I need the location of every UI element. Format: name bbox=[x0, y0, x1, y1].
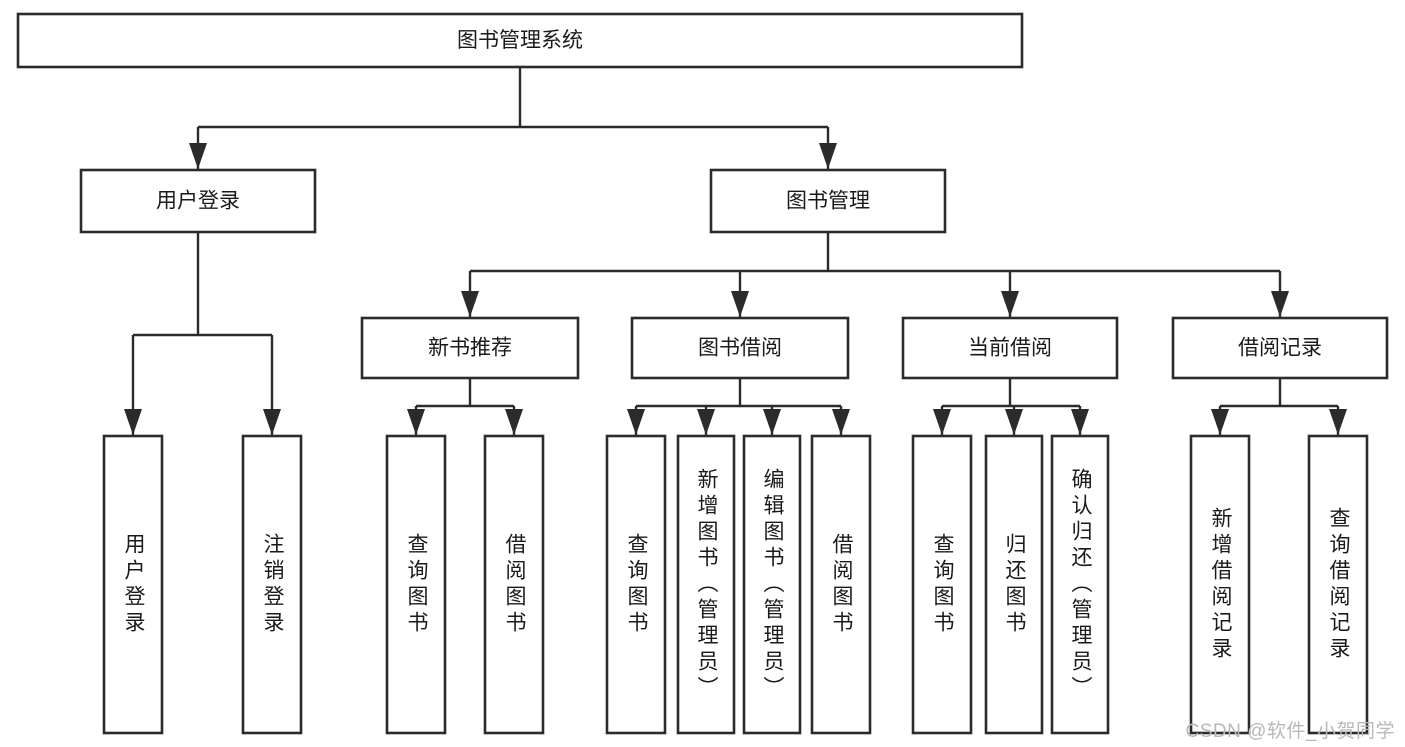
arrow-head-icon bbox=[124, 409, 142, 435]
node-leaf-box-8[interactable] bbox=[911, 434, 973, 735]
node-leaf-box-0[interactable] bbox=[102, 434, 164, 735]
box-layer bbox=[16, 12, 1389, 735]
arrow-head-icon bbox=[763, 409, 781, 435]
arrow-head-icon bbox=[1271, 291, 1289, 317]
arrow-head-icon bbox=[627, 409, 645, 435]
node-root-box[interactable] bbox=[16, 12, 1024, 69]
node-level3-label-2: 当前借阅 bbox=[968, 337, 1052, 360]
arrow-head-icon bbox=[407, 409, 425, 435]
node-level2-label-0: 用户登录 bbox=[156, 190, 240, 213]
node-level3-label-1: 图书借阅 bbox=[698, 337, 782, 360]
csdn-watermark: CSDN @软件_小贺同学 bbox=[1185, 721, 1395, 742]
connector-layer bbox=[124, 67, 1347, 435]
node-level3-label-3: 借阅记录 bbox=[1238, 337, 1322, 360]
node-root-label: 图书管理系统 bbox=[457, 29, 583, 52]
arrow-head-icon bbox=[731, 291, 749, 317]
node-leaf-box-1[interactable] bbox=[241, 434, 303, 735]
arrow-head-icon bbox=[1001, 291, 1019, 317]
node-leaf-box-6[interactable] bbox=[742, 434, 802, 735]
node-leaf-box-2[interactable] bbox=[385, 434, 447, 735]
node-leaf-box-9[interactable] bbox=[984, 434, 1044, 735]
node-leaf-box-4[interactable] bbox=[605, 434, 667, 735]
node-level2-label-1: 图书管理 bbox=[786, 190, 870, 213]
arrow-head-icon bbox=[1005, 409, 1023, 435]
arrow-head-icon bbox=[832, 409, 850, 435]
node-leaf-box-7[interactable] bbox=[810, 434, 872, 735]
arrow-head-icon bbox=[697, 409, 715, 435]
node-level3-box-1[interactable] bbox=[630, 316, 850, 380]
node-leaf-box-10[interactable] bbox=[1050, 434, 1110, 735]
arrow-head-icon bbox=[1329, 409, 1347, 435]
arrow-head-icon bbox=[1071, 409, 1089, 435]
node-level2-box-0[interactable] bbox=[79, 168, 317, 234]
node-leaf-box-12[interactable] bbox=[1307, 434, 1369, 735]
node-leaf-box-5[interactable] bbox=[676, 434, 736, 735]
node-leaf-box-11[interactable] bbox=[1189, 434, 1251, 735]
node-level3-box-0[interactable] bbox=[360, 316, 580, 380]
node-level3-label-0: 新书推荐 bbox=[428, 337, 512, 360]
arrow-head-icon bbox=[819, 143, 837, 169]
arrow-head-icon bbox=[189, 143, 207, 169]
node-level3-box-2[interactable] bbox=[901, 316, 1119, 380]
node-level3-box-3[interactable] bbox=[1171, 316, 1389, 380]
arrow-head-icon bbox=[933, 409, 951, 435]
arrow-head-icon bbox=[461, 291, 479, 317]
node-level2-box-1[interactable] bbox=[709, 168, 947, 234]
arrow-head-icon bbox=[263, 409, 281, 435]
arrow-head-icon bbox=[1211, 409, 1229, 435]
arrow-head-icon bbox=[505, 409, 523, 435]
node-leaf-box-3[interactable] bbox=[483, 434, 545, 735]
